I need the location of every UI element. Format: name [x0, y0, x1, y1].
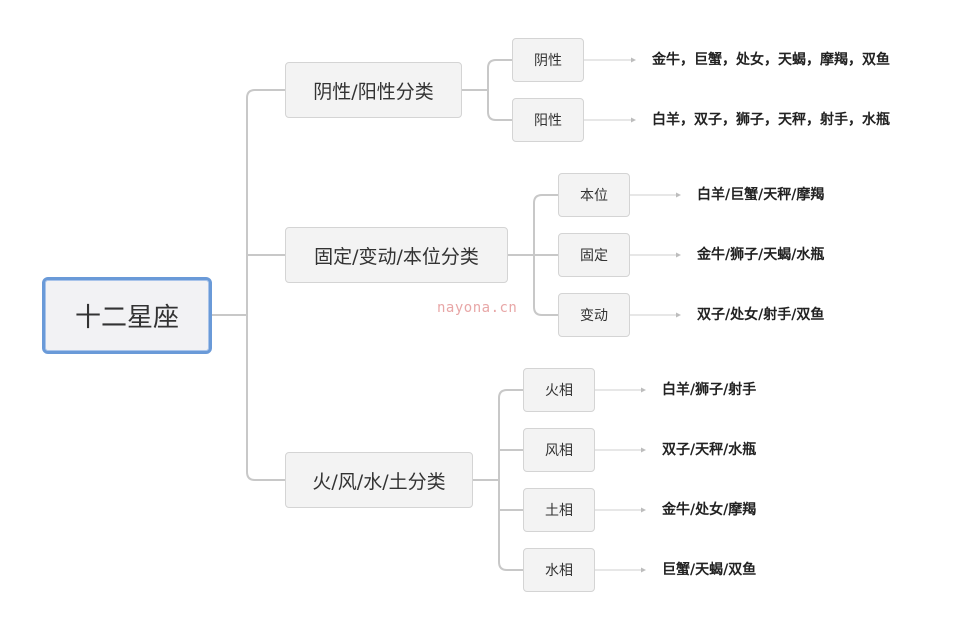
- sub-label: 变动: [580, 308, 608, 324]
- root-node-zodiac[interactable]: 十二星座: [42, 277, 212, 354]
- branch1-connector-link-0: [487, 59, 512, 90]
- sub-node-fixed[interactable]: 固定: [558, 233, 630, 277]
- leaf-air-signs: 双子/天秤/水瓶: [662, 442, 757, 458]
- branch3-connector-link-0: [498, 389, 523, 480]
- leaf-water-signs: 巨蟹/天蝎/双鱼: [662, 562, 757, 578]
- leaf-fire-signs: 白羊/狮子/射手: [662, 382, 757, 398]
- sub-label: 水相: [545, 563, 573, 579]
- leaf-yang-signs: 白羊，双子，狮子，天秤，射手，水瓶: [652, 112, 890, 128]
- arrow-earth-head: [641, 507, 646, 513]
- branch1-connector-link-1: [487, 90, 512, 121]
- sub-label: 火相: [545, 383, 573, 399]
- sub-label: 本位: [580, 188, 608, 204]
- sub-label: 土相: [545, 503, 573, 519]
- sub-node-air[interactable]: 风相: [523, 428, 595, 472]
- arrow-water-head: [641, 567, 646, 573]
- root-label: 十二星座: [74, 303, 179, 333]
- arrow-yin-head: [631, 57, 636, 63]
- branch3-connector-link-3: [498, 480, 523, 571]
- sub-node-earth[interactable]: 土相: [523, 488, 595, 532]
- sub-node-water[interactable]: 水相: [523, 548, 595, 592]
- leaf-fixed-signs: 金牛/狮子/天蝎/水瓶: [697, 247, 825, 263]
- branch-label: 阴性/阳性分类: [313, 80, 434, 103]
- leaf-mutable-signs: 双子/处女/射手/双鱼: [697, 307, 825, 323]
- leaf-yin-signs: 金牛，巨蟹，处女，天蝎，摩羯，双鱼: [652, 52, 890, 68]
- leaf-earth-signs: 金牛/处女/摩羯: [662, 502, 757, 518]
- sub-label: 风相: [545, 443, 573, 459]
- sub-node-yin[interactable]: 阴性: [512, 38, 584, 82]
- sub-node-fire[interactable]: 火相: [523, 368, 595, 412]
- sub-node-yang[interactable]: 阳性: [512, 98, 584, 142]
- arrow-air-head: [641, 447, 646, 453]
- arrow-yang-head: [631, 117, 636, 123]
- sub-node-cardinal[interactable]: 本位: [558, 173, 630, 217]
- branch-label: 火/风/水/土分类: [312, 470, 446, 493]
- root-connector-link-2: [246, 315, 285, 481]
- sub-label: 固定: [580, 248, 608, 264]
- leaf-cardinal-signs: 白羊/巨蟹/天秤/摩羯: [697, 187, 825, 203]
- branch2-connector-link-0: [533, 194, 558, 255]
- root-connector-link-0: [246, 89, 285, 315]
- arrow-fire-head: [641, 387, 646, 393]
- sub-node-mutable[interactable]: 变动: [558, 293, 630, 337]
- arrow-fixed-head: [676, 252, 681, 258]
- branch-modality[interactable]: 固定/变动/本位分类: [285, 227, 508, 283]
- branch2-connector-link-2: [533, 255, 558, 316]
- watermark-text: nayona.cn: [437, 300, 518, 316]
- branch-label: 固定/变动/本位分类: [314, 245, 479, 268]
- arrow-mutable-head: [676, 312, 681, 318]
- branch-elements[interactable]: 火/风/水/土分类: [285, 452, 473, 508]
- sub-label: 阴性: [534, 53, 562, 69]
- arrow-cardinal-head: [676, 192, 681, 198]
- sub-label: 阳性: [534, 113, 562, 129]
- branch-yin-yang[interactable]: 阴性/阳性分类: [285, 62, 462, 118]
